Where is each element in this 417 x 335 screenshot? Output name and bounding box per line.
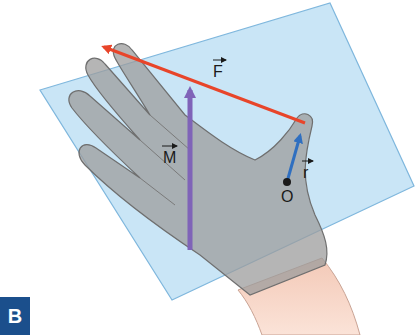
force-label: F (213, 64, 223, 80)
origin-label: O (281, 189, 293, 205)
vector-arrow (162, 146, 177, 147)
vector-arrow (213, 60, 226, 61)
radius-vector (287, 136, 300, 182)
panel-letter-box: B (0, 297, 30, 335)
force-vector (104, 47, 305, 123)
origin-point (283, 178, 291, 186)
moment-vector (188, 90, 193, 250)
moment-label: M (163, 150, 176, 166)
vector-arrow (302, 161, 313, 162)
hand (69, 44, 327, 295)
radius-label: r (303, 165, 308, 181)
finger-lines (140, 115, 190, 205)
plane (40, 3, 414, 300)
panel-letter: B (8, 305, 22, 328)
